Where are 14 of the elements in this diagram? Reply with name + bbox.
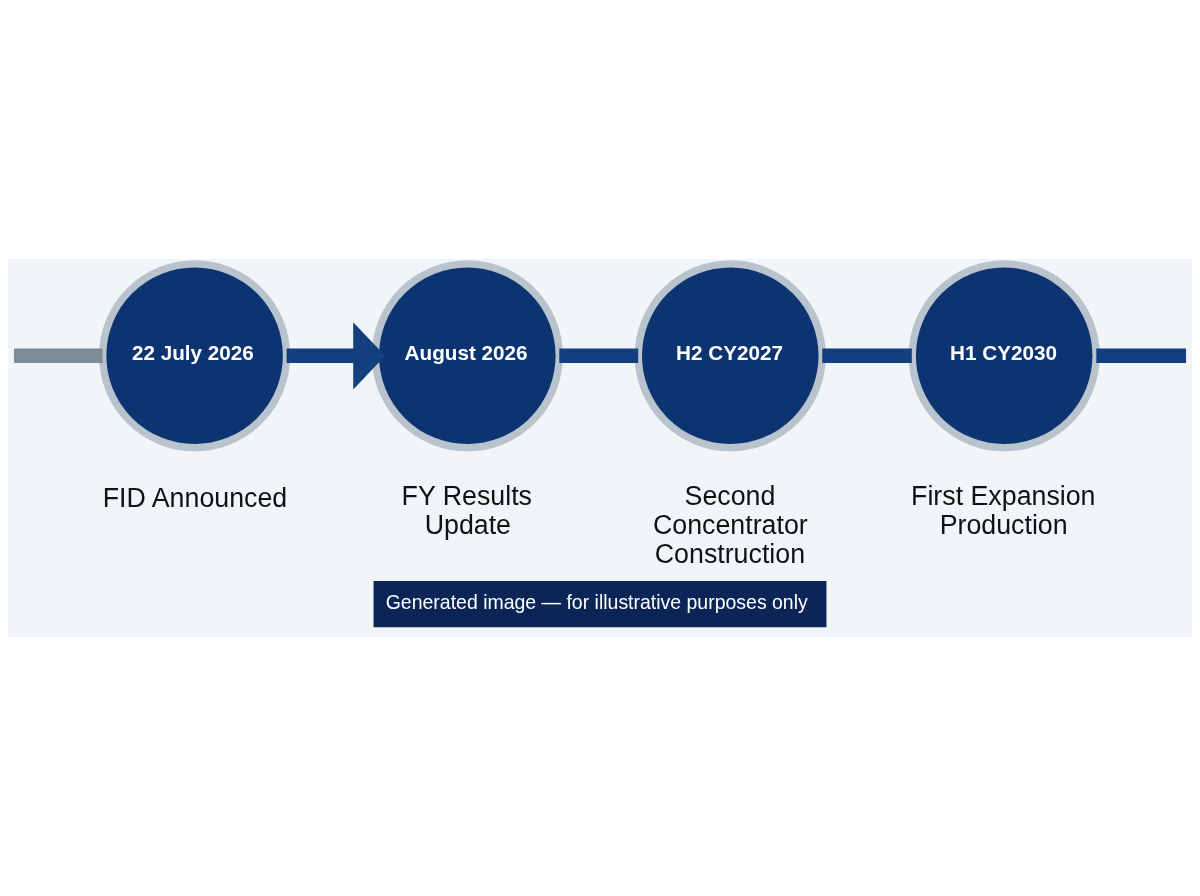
connector	[1096, 348, 1187, 364]
connector	[822, 348, 912, 364]
node-label: FID Announced	[102, 483, 288, 514]
connector	[559, 348, 639, 364]
node-label: FY Results Update	[401, 481, 532, 541]
arrow	[286, 322, 386, 390]
node-label: First Expansion Production	[911, 481, 1096, 541]
caption: Generated image — for illustrative purposes only	[385, 590, 808, 613]
node-circle: H1 CY2030	[908, 260, 1100, 452]
connector	[13, 348, 103, 364]
node-circle: August 2026	[371, 260, 563, 452]
node-circle: H2 CY2027	[634, 260, 826, 452]
node-circle: 22 July 2026	[99, 260, 291, 452]
node-label: Second Concentrator Construction	[652, 481, 808, 570]
